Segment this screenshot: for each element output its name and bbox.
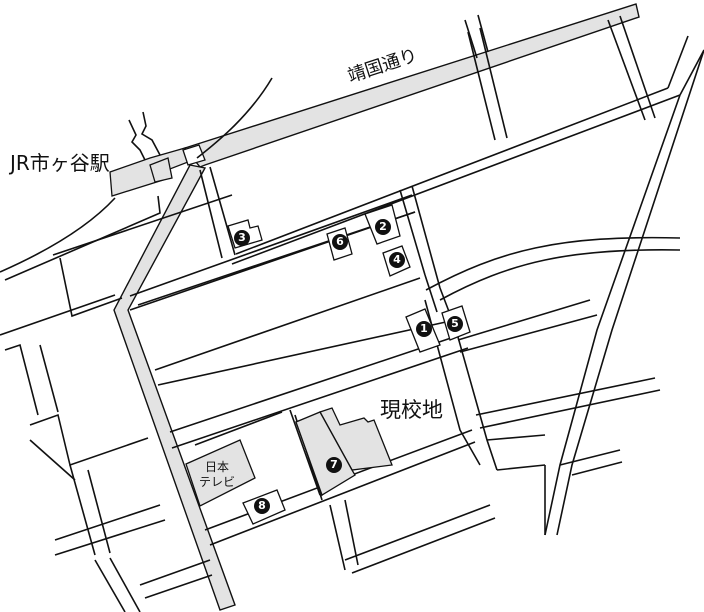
station-exit <box>182 144 206 166</box>
current-campus-base <box>295 411 356 496</box>
current-campus-annex <box>319 407 393 471</box>
station-building <box>109 147 189 197</box>
ntv-label-line1: 日本 <box>205 460 230 474</box>
station-platform <box>149 157 173 183</box>
ntv-label-line2: テレビ <box>199 475 236 489</box>
marker-2[interactable]: 2 <box>375 219 391 235</box>
station-label: JR市ヶ谷駅 <box>10 151 110 175</box>
ntv-building <box>185 439 256 507</box>
street-network <box>0 14 704 612</box>
street-edge <box>4 195 161 281</box>
marker-5[interactable]: 5 <box>447 316 463 332</box>
marker-8[interactable]: 8 <box>254 498 270 514</box>
marker-7[interactable]: 7 <box>326 457 342 473</box>
diagonal-main-road <box>113 164 236 611</box>
yasukuni-dori-road <box>183 3 640 168</box>
current-campus-label: 現校地 <box>380 398 443 422</box>
rail-track <box>128 119 146 161</box>
canal-line <box>196 77 273 159</box>
rail-line <box>0 197 116 273</box>
marker-3[interactable]: 3 <box>234 230 250 246</box>
rail-track <box>140 111 161 156</box>
marker-6[interactable]: 6 <box>332 234 348 250</box>
marker-4[interactable]: 4 <box>389 252 405 268</box>
marker-1[interactable]: 1 <box>416 321 432 337</box>
